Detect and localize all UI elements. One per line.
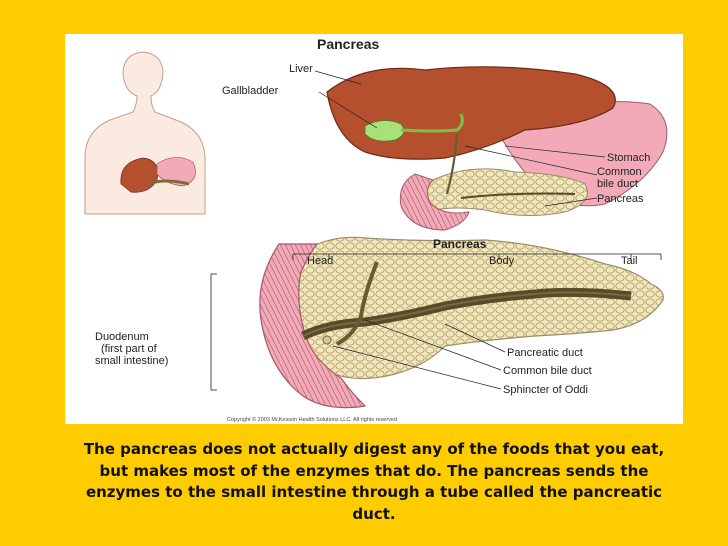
upper-organs bbox=[326, 66, 668, 231]
label-pancreatic-duct: Pancreatic duct bbox=[507, 347, 583, 359]
label-stomach: Stomach bbox=[607, 152, 650, 164]
label-common-bile-duct-2: bile duct bbox=[597, 178, 638, 190]
upper-duodenum-shape bbox=[399, 173, 470, 231]
label-tail: Tail bbox=[621, 255, 638, 267]
upper-leader-lines bbox=[314, 70, 606, 207]
label-duodenum: Duodenum bbox=[95, 331, 149, 343]
copyright-notice: Copyright © 2003 McKesson Health Solutio… bbox=[227, 416, 397, 423]
duodenum-bracket bbox=[210, 273, 217, 391]
region-bracket bbox=[292, 253, 662, 260]
gallbladder-shape bbox=[364, 120, 405, 142]
lower-organs bbox=[259, 236, 664, 409]
lower-duodenum-shape bbox=[259, 243, 367, 409]
label-duodenum-note-1: (first part of bbox=[101, 343, 158, 355]
label-duodenum-note-2: small intestine) bbox=[95, 355, 168, 367]
label-liver: Liver bbox=[289, 63, 313, 75]
torso-inset bbox=[84, 51, 206, 215]
label-common-bile-duct: Common bile duct bbox=[503, 365, 592, 377]
label-sphincter-of-oddi: Sphincter of Oddi bbox=[503, 384, 588, 396]
common-bile-duct-shape bbox=[335, 261, 379, 346]
lower-pancreas-shape bbox=[290, 236, 664, 380]
caption-text: The pancreas does not actually digest an… bbox=[83, 440, 665, 523]
label-common-bile-duct-1: Common bbox=[597, 166, 642, 178]
top-title: Pancreas bbox=[317, 36, 379, 52]
label-body: Body bbox=[489, 255, 515, 267]
pancreas-diagram: Pancreas Liver Gallbladder Stomach Commo… bbox=[84, 36, 668, 423]
bottom-title: Pancreas bbox=[433, 237, 487, 251]
anatomy-figure: Pancreas Liver Gallbladder Stomach Commo… bbox=[65, 34, 683, 424]
lower-leader-lines bbox=[332, 319, 506, 390]
label-pancreas: Pancreas bbox=[597, 193, 644, 205]
label-gallbladder: Gallbladder bbox=[222, 85, 279, 97]
label-head: Head bbox=[307, 255, 333, 267]
